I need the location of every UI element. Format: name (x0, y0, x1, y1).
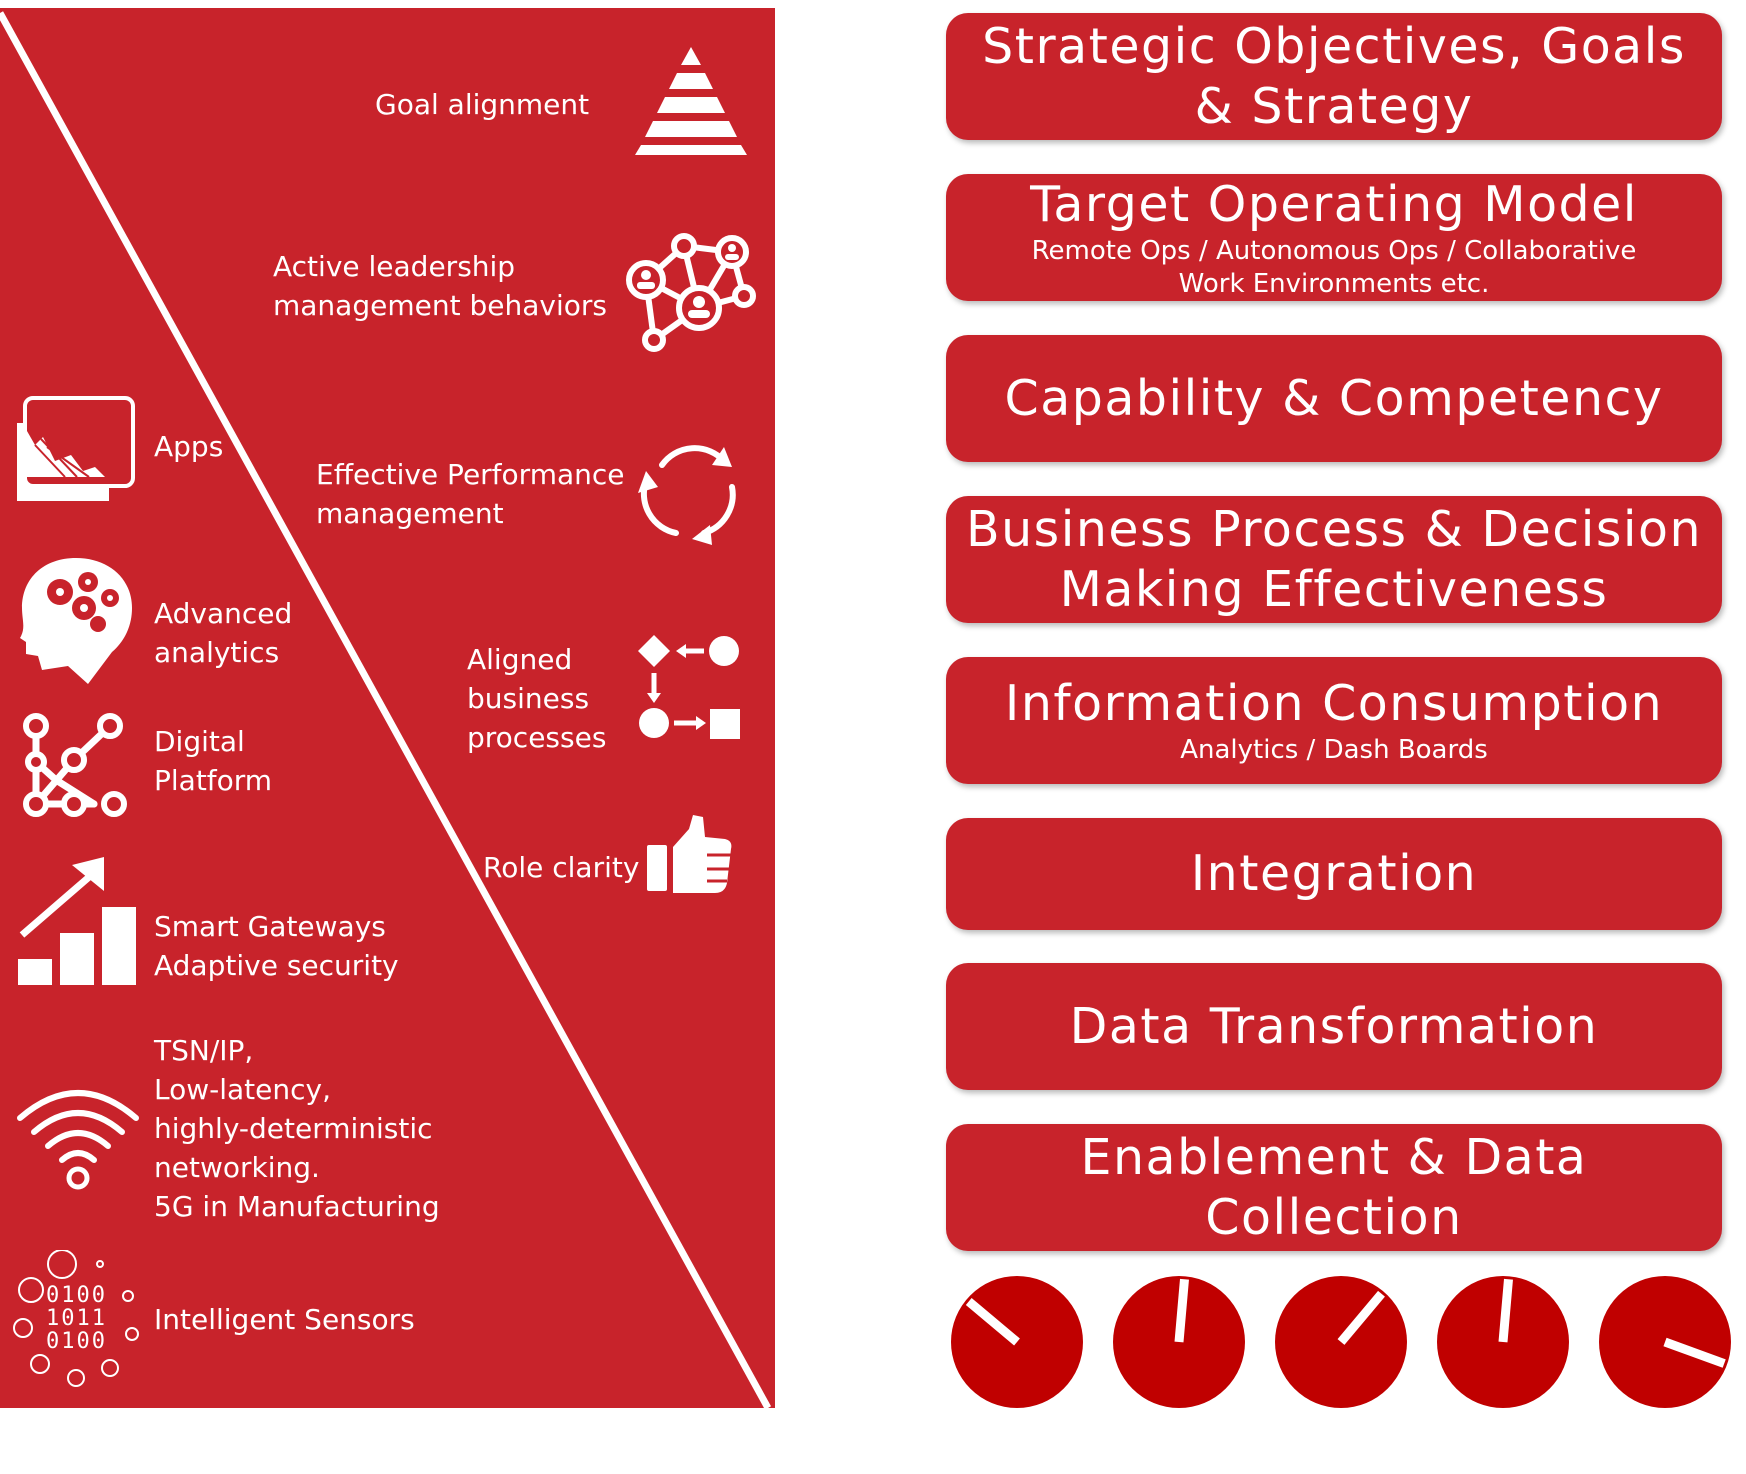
growth-chart-icon (18, 857, 136, 985)
gauge-needle (1498, 1278, 1513, 1343)
nodes-graph-icon (23, 713, 127, 817)
smart-gateways-label: Smart Gateways Adaptive security (154, 910, 399, 982)
leadership-label: Active leadership management behaviors (273, 250, 607, 322)
gauge-needle (965, 1298, 1020, 1346)
processes-label: Aligned business processes (467, 643, 607, 754)
gauge-dial (1599, 1276, 1731, 1408)
layer-title: Business Process & Decision Making Effec… (966, 500, 1702, 618)
layer-enablement-data-collection: Enablement & Data Collection (946, 1124, 1722, 1251)
gauge-dial (1275, 1276, 1407, 1408)
layer-business-process: Business Process & Decision Making Effec… (946, 496, 1722, 623)
networking-label: TSN/IP, Low-latency, highly-deterministi… (154, 1034, 440, 1223)
layer-title: Target Operating Model (1030, 175, 1638, 233)
pyramid-icon (635, 47, 747, 155)
binary-sensor-icon: 0100 1011 0100 (10, 1250, 140, 1390)
wifi-icon (17, 1090, 139, 1190)
app-window-icon (17, 396, 135, 501)
gauge-needle (1174, 1278, 1189, 1343)
network-people-icon (626, 233, 756, 352)
diagonal-divider (0, 11, 772, 1408)
layer-information-consumption: Information Consumption Analytics / Dash… (946, 657, 1722, 784)
brain-gears-icon (20, 558, 132, 684)
gauge-dial (951, 1276, 1083, 1408)
digital-platform-label: Digital Platform (154, 725, 273, 797)
layer-subtitle: Remote Ops / Autonomous Ops / Collaborat… (1031, 235, 1637, 299)
advanced-analytics-label: Advanced analytics (154, 597, 293, 669)
thumbs-up-icon (647, 815, 732, 893)
layer-title: Capability & Competency (1004, 369, 1664, 427)
gauge-dial (1113, 1276, 1245, 1408)
role-clarity-label: Role clarity (483, 851, 640, 884)
maturity-panel (0, 8, 775, 1408)
layer-strategic-objectives: Strategic Objectives, Goals & Strategy (946, 13, 1722, 140)
layer-target-operating-model: Target Operating Model Remote Ops / Auto… (946, 174, 1722, 301)
layer-subtitle: Analytics / Dash Boards (1180, 735, 1488, 765)
binary-line: 0100 (46, 1283, 107, 1308)
cycle-arrows-icon (638, 445, 736, 545)
binary-digits: 0100 1011 0100 (46, 1284, 107, 1353)
layer-title: Strategic Objectives, Goals & Strategy (982, 17, 1686, 135)
sensor-circles (13, 1250, 139, 1387)
apps-label: Apps (154, 430, 224, 463)
intelligent-sensors-label: Intelligent Sensors (154, 1303, 415, 1336)
gauge-needle (1663, 1337, 1726, 1368)
performance-label: Effective Performance management (316, 458, 625, 530)
layer-data-transformation: Data Transformation (946, 963, 1722, 1090)
goal-alignment-label: Goal alignment (375, 88, 590, 121)
layer-title: Information Consumption (1004, 675, 1664, 732)
layer-integration: Integration (946, 818, 1722, 930)
binary-line: 0100 (46, 1329, 107, 1354)
gauge-needle (1337, 1290, 1385, 1345)
layer-capability-competency: Capability & Competency (946, 335, 1722, 462)
layer-title: Integration (1190, 845, 1478, 902)
binary-line: 1011 (46, 1306, 107, 1331)
process-flow-icon (638, 635, 740, 739)
gauge-dial (1437, 1276, 1569, 1408)
layer-title: Enablement & Data Collection (1080, 1128, 1588, 1246)
layer-title: Data Transformation (1069, 997, 1599, 1055)
